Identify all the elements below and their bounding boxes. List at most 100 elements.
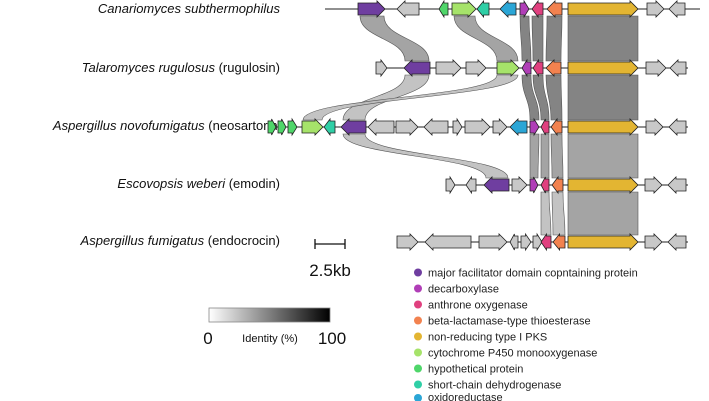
similarity-ribbon bbox=[545, 15, 563, 62]
cluster-label-2: Talaromyces rugulosus (rugulosin) bbox=[82, 60, 280, 75]
legend-label: major facilitator domain copntaining pro… bbox=[428, 268, 638, 280]
gene-arrow-purple bbox=[340, 118, 367, 136]
gene-arrow-grey bbox=[465, 59, 487, 77]
gene-arrow-grey bbox=[668, 118, 687, 136]
similarity-ribbon bbox=[551, 191, 566, 236]
legend-item: oxidoreductase bbox=[414, 392, 503, 401]
gene-arrow-orange bbox=[552, 232, 566, 252]
legend-swatch bbox=[414, 300, 422, 309]
cluster-label-1: Canariomyces subthermophilus bbox=[98, 1, 281, 16]
gene-arrow-purple bbox=[483, 176, 510, 194]
gene-arrow-gold bbox=[567, 233, 639, 251]
legend-item: short-chain dehydrogenase bbox=[414, 380, 561, 392]
gene-arrow-grey bbox=[668, 0, 686, 18]
gene-arrow-pink bbox=[540, 232, 552, 252]
gene-arrow-grey bbox=[520, 232, 532, 252]
similarity-ribbon bbox=[342, 74, 430, 121]
gene-arrow-pink bbox=[531, 0, 544, 19]
gene-arrow-blue bbox=[509, 118, 528, 136]
similarity-ribbon bbox=[550, 133, 564, 179]
legend-label: hypothetical protein bbox=[428, 364, 523, 376]
similarity-ribbon bbox=[521, 74, 540, 121]
similarity-ribbon bbox=[545, 74, 563, 121]
gene-arrow-grey bbox=[478, 233, 508, 251]
similarity-ribbon bbox=[567, 133, 639, 179]
gene-arrow-grey bbox=[396, 0, 420, 18]
similarity-ribbon bbox=[342, 133, 509, 179]
legend-item: hypothetical protein bbox=[414, 364, 523, 376]
gene-arrow-lightgreen bbox=[301, 118, 324, 136]
gene-arrow-grey bbox=[367, 118, 395, 136]
gene-arrow-magenta bbox=[529, 176, 539, 194]
gene-arrow-grey bbox=[667, 233, 687, 251]
gene-arrow-orange bbox=[551, 175, 564, 195]
gene-arrow-green bbox=[287, 117, 298, 137]
similarity-ribbon bbox=[359, 15, 430, 62]
gene-arrow-purple bbox=[357, 0, 386, 18]
gene-arrow-grey bbox=[435, 59, 462, 77]
gene-arrow-green bbox=[267, 118, 277, 136]
similarity-ribbon bbox=[567, 15, 639, 62]
legend-swatch bbox=[414, 332, 422, 341]
gene-arrow-green bbox=[438, 0, 449, 19]
legend-item: non-reducing type I PKS bbox=[414, 332, 547, 344]
identity-max-label: 100 bbox=[318, 329, 346, 348]
gene-arrow-magenta bbox=[521, 58, 532, 78]
gene-arrow-teal bbox=[476, 0, 490, 19]
gene-arrow-grey bbox=[445, 175, 456, 195]
gene-arrow-grey bbox=[375, 58, 388, 78]
legend-label: oxidoreductase bbox=[428, 392, 503, 401]
gene-arrow-grey bbox=[532, 232, 543, 252]
gene-arrow-pink bbox=[540, 176, 550, 194]
similarity-ribbon bbox=[531, 15, 544, 62]
gene-arrow-magenta bbox=[529, 117, 540, 137]
similarity-ribbon bbox=[532, 74, 550, 121]
cluster-label-4: Escovopsis weberi (emodin) bbox=[117, 176, 280, 191]
gene-arrow-grey bbox=[395, 118, 419, 136]
gene-arrow-grey bbox=[645, 118, 664, 136]
legend-label: beta-lactamase-type thioesterase bbox=[428, 316, 591, 328]
scale-bar-label: 2.5kb bbox=[309, 261, 351, 280]
gene-arrow-grey bbox=[452, 117, 463, 137]
gene-arrow-orange bbox=[546, 0, 563, 18]
identity-gradient-bar bbox=[208, 307, 331, 323]
gene-arrow-purple bbox=[403, 59, 431, 77]
similarity-ribbon bbox=[302, 74, 519, 121]
gene-arrow-lightgreen bbox=[451, 0, 477, 18]
gene-arrow-grey bbox=[492, 118, 508, 136]
legend-label: short-chain dehydrogenase bbox=[428, 380, 561, 392]
gene-arrow-grey bbox=[423, 118, 449, 136]
gene-arrow-gold bbox=[567, 176, 639, 194]
similarity-ribbon bbox=[540, 133, 550, 179]
gene-arrow-gold bbox=[567, 118, 639, 136]
legend-swatch bbox=[414, 394, 422, 401]
gene-arrow-gold bbox=[567, 0, 639, 18]
gene-arrow-grey bbox=[511, 176, 528, 194]
legend-swatch bbox=[414, 380, 422, 389]
gene-arrow-pink bbox=[540, 118, 550, 136]
gene-arrow-orange bbox=[545, 59, 562, 77]
scale-bar: 2.5kb bbox=[309, 239, 351, 280]
similarity-ribbon bbox=[567, 191, 639, 236]
gene-arrow-grey bbox=[464, 118, 491, 136]
legend-label: anthrone oxygenase bbox=[428, 300, 528, 312]
legend-label: cytochrome P450 monooxygenase bbox=[428, 348, 597, 360]
similarity-ribbon bbox=[453, 15, 519, 62]
gene-arrow-teal bbox=[323, 117, 336, 137]
cluster-label-3: Aspergillus novofumigatus (neosartorin) bbox=[52, 118, 282, 133]
similarity-ribbon bbox=[567, 74, 639, 121]
gene-arrow-grey bbox=[424, 233, 472, 251]
gene-arrow-blue bbox=[499, 0, 517, 18]
gene-arrow-magenta bbox=[519, 0, 530, 19]
gene-arrow-grey bbox=[644, 233, 663, 251]
legend-label: non-reducing type I PKS bbox=[428, 332, 547, 344]
similarity-ribbon bbox=[519, 15, 532, 62]
gene-arrow-grey bbox=[465, 175, 477, 195]
gene-arrow-pink bbox=[532, 58, 544, 78]
legend-item: anthrone oxygenase bbox=[414, 300, 528, 312]
legend-label: decarboxylase bbox=[428, 284, 499, 296]
gene-arrow-lightgreen bbox=[496, 59, 520, 77]
gene-arrow-green bbox=[277, 118, 287, 136]
gene-arrow-grey bbox=[644, 176, 663, 194]
